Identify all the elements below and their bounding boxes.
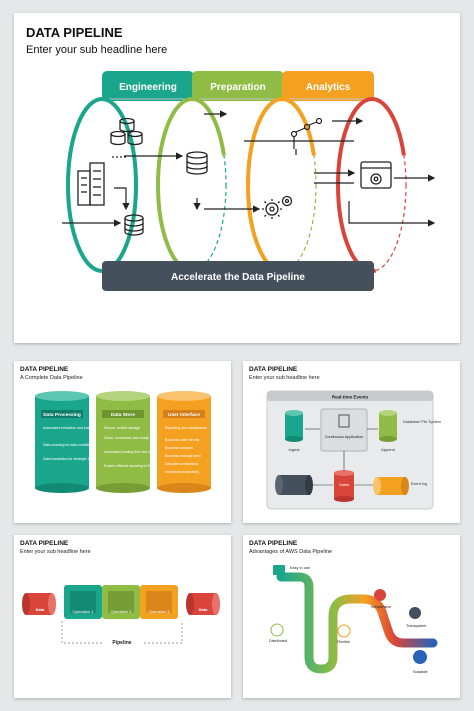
svg-text:Increased productivity: Increased productivity (165, 470, 199, 474)
winding-pipe (276, 572, 438, 674)
svg-text:Business management: Business management (165, 454, 201, 458)
slide-title: DATA PIPELINE (20, 366, 69, 373)
slide-aws-advantages[interactable]: DATA PIPELINE Advantages of AWS Data Pip… (243, 535, 460, 698)
banner-bar (102, 261, 374, 291)
slide-subtitle: Enter your sub headline here (26, 44, 168, 56)
tab-preparation (192, 71, 284, 101)
easy-icon-box (273, 565, 285, 575)
monitor-gear-icon (360, 161, 392, 189)
column-data-processing: Data Processing Automated extraction and… (35, 391, 127, 493)
sales-cylinder (334, 470, 354, 502)
svg-text:Distributed: Distributed (269, 639, 287, 643)
cylinder-ring-output (336, 97, 408, 273)
svg-text:Real-time Events: Real-time Events (332, 395, 369, 400)
operation-2-block (102, 585, 140, 619)
slide-title: DATA PIPELINE (26, 25, 123, 40)
tab-analytics-label: Analytics (306, 82, 351, 93)
svg-text:Data cleaning for data confide: Data cleaning for data confidence (43, 443, 95, 447)
svg-text:Clean, connected data ready fo: Clean, connected data ready for the busi… (104, 436, 183, 440)
svg-text:User Interface: User Interface (168, 412, 200, 418)
tab-engineering-label: Engineering (119, 82, 177, 93)
operation-1-block (64, 585, 102, 619)
svg-text:Ingest: Ingest (289, 447, 301, 452)
banner-label: Accelerate the Data Pipeline (171, 272, 305, 283)
svg-text:Database/ File System: Database/ File System (403, 420, 441, 424)
operation-3-block (140, 585, 178, 619)
aws-pipe-diagram: Easy to use Distributed Flexible Inexpen… (269, 565, 438, 674)
document-icon (338, 414, 350, 428)
slide-realtime-events[interactable]: DATA PIPELINE Enter your sub headline he… (243, 361, 460, 523)
svg-text:Sales: Sales (339, 482, 349, 487)
svg-text:Operation 2: Operation 2 (111, 609, 133, 614)
svg-text:Data democratization: Data democratization (165, 462, 198, 466)
svg-text:Enable efficient reporting to: Enable efficient reporting to BI (104, 464, 151, 468)
panel-header (267, 391, 433, 401)
database-icon (124, 214, 144, 236)
event-pipe-left (275, 475, 313, 495)
cylinder-columns: Data Processing Automated extraction and… (35, 391, 211, 493)
realtime-diagram: Real-time Events Ingest Continuous Appli… (266, 390, 441, 510)
svg-text:Automated loading from the dat: Automated loading from the data processe… (104, 450, 172, 454)
database-prep-icon (186, 151, 208, 175)
svg-text:Event log: Event log (411, 482, 427, 486)
inexpensive-icon (374, 589, 386, 601)
svg-text:Easy to use: Easy to use (290, 566, 310, 570)
data-pipe-left (22, 593, 56, 615)
tab-engineering (102, 71, 194, 101)
svg-text:Scalable: Scalable (413, 670, 428, 674)
ingest-cylinder (285, 410, 303, 442)
svg-text:Operation 3: Operation 3 (149, 609, 171, 614)
svg-text:Business user friendly: Business user friendly (165, 438, 199, 442)
scalable-icon (413, 650, 427, 664)
svg-text:Data: Data (199, 607, 208, 612)
slide-complete-pipeline[interactable]: DATA PIPELINE A Complete Data Pipeline D… (14, 361, 231, 523)
flexible-icon (337, 624, 351, 638)
operations-diagram: Data Operation 1 Operation 2 Operation 3… (22, 585, 220, 647)
svg-text:Transparent: Transparent (406, 624, 427, 628)
svg-text:Business analysis: Business analysis (165, 446, 193, 450)
data-pipe-right (186, 593, 220, 615)
network-icon (290, 117, 323, 149)
column-user-interface: User Interface Reporting and visualizati… (157, 391, 211, 493)
transparent-icon (409, 607, 421, 619)
building-icon (77, 162, 105, 206)
pipeline-label: Pipeline (112, 640, 131, 646)
svg-text:Secure, unified storage: Secure, unified storage (104, 426, 140, 430)
slide-subtitle: Enter your sub headline here (249, 375, 320, 381)
svg-text:Continuous Application: Continuous Application (325, 435, 364, 439)
svg-text:Reporting and visualization: Reporting and visualization (165, 426, 207, 430)
svg-text:Operation 1: Operation 1 (73, 609, 95, 614)
slide-title: DATA PIPELINE (249, 366, 298, 373)
append-cylinder (379, 410, 397, 442)
svg-text:Data: Data (36, 607, 45, 612)
svg-text:Data Store: Data Store (111, 412, 135, 418)
svg-text:Automated extraction and loadi: Automated extraction and loading for dat… (43, 426, 127, 430)
column-data-store: Data Store Secure, unified storage Clean… (96, 391, 183, 493)
gears-icon (262, 195, 293, 219)
distributed-icon (270, 623, 284, 637)
slide-subtitle: Advantages of AWS Data Pipeline (249, 549, 332, 555)
svg-text:Append: Append (381, 447, 395, 452)
svg-text:Data translation for strategic: Data translation for strategic freedom (43, 457, 101, 461)
slide-title: DATA PIPELINE (20, 540, 69, 547)
svg-text:Flexible: Flexible (337, 640, 350, 644)
main-slide[interactable]: DATA PIPELINE Enter your sub headline he… (14, 13, 460, 343)
tab-analytics (282, 71, 374, 101)
svg-text:Inexpensive: Inexpensive (371, 605, 391, 609)
cylinder-ring-preparation (156, 97, 228, 273)
event-log-pipe (373, 477, 409, 495)
slide-subtitle: A Complete Data Pipeline (20, 375, 83, 381)
slide-title: DATA PIPELINE (249, 540, 298, 547)
tab-preparation-label: Preparation (210, 82, 266, 93)
svg-text:Data Processing: Data Processing (43, 412, 81, 418)
database-stack-icon (110, 117, 143, 146)
slide-operations[interactable]: DATA PIPELINE Enter your sub headline he… (14, 535, 231, 698)
slide-subtitle: Enter your sub headline here (20, 549, 91, 555)
pipeline-diagram: Engineering Preparation Analytics Accele… (62, 71, 436, 291)
